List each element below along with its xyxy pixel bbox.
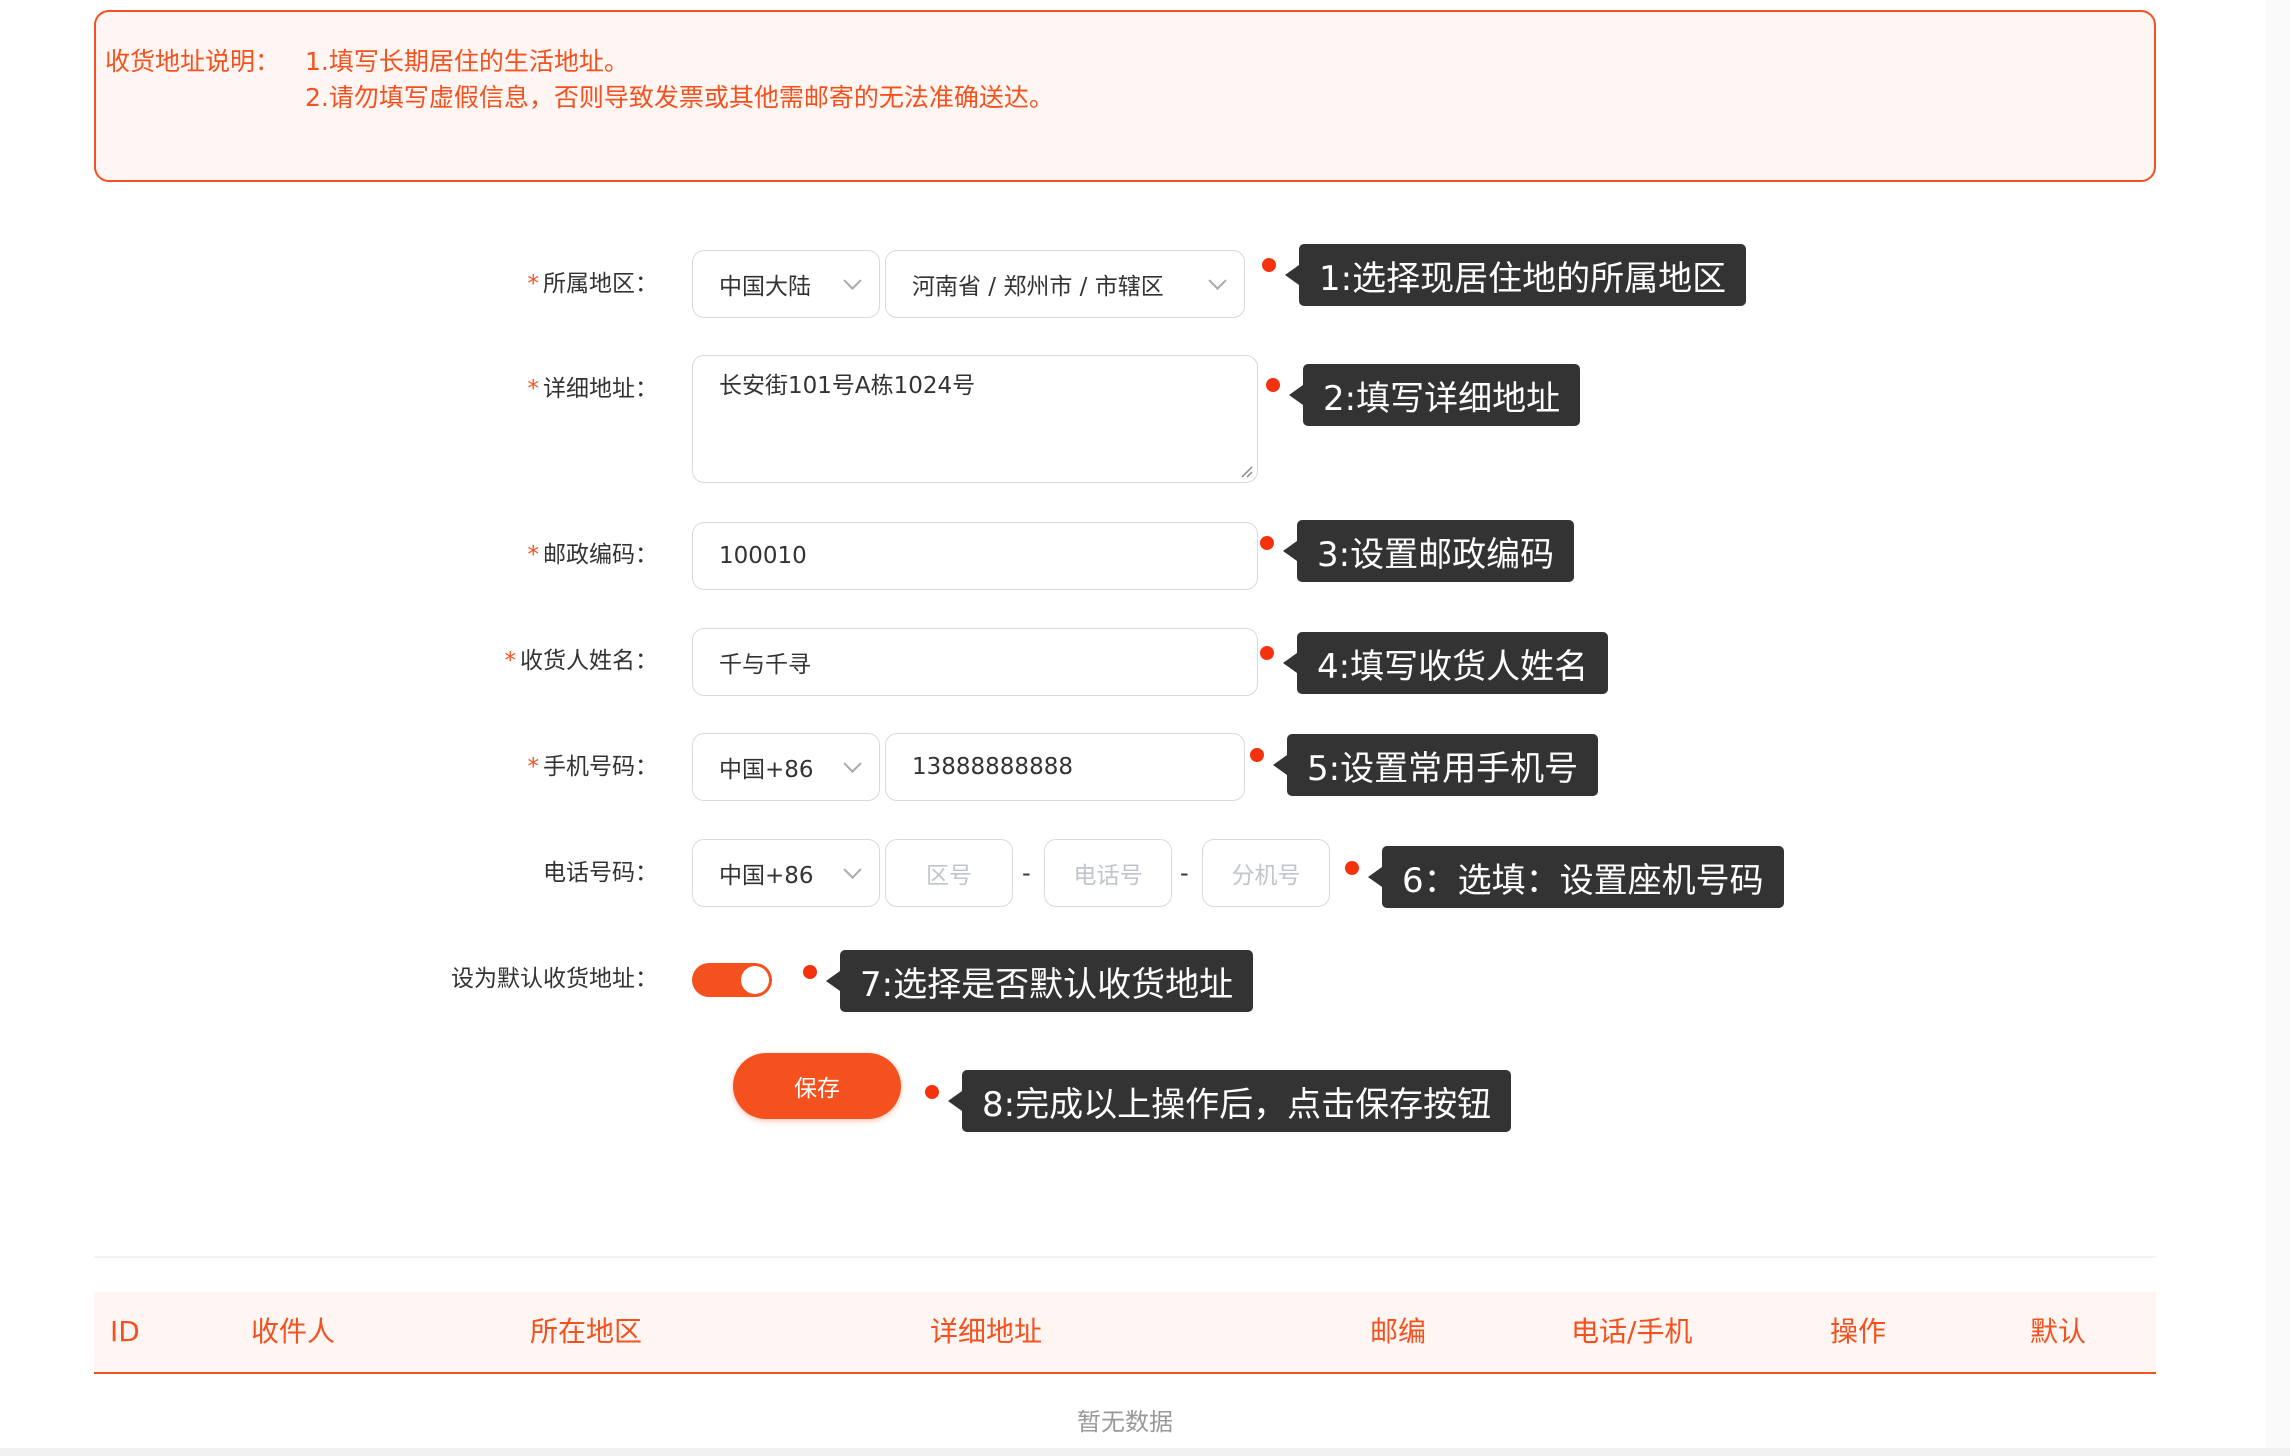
- phone-separator: -: [1180, 859, 1189, 887]
- mobile-input[interactable]: 13888888888: [885, 733, 1245, 801]
- column-header-region: 所在地区: [530, 1315, 643, 1348]
- postcode-label: *邮政编码：: [338, 538, 659, 572]
- recipient-name-input[interactable]: 千与千寻: [692, 628, 1258, 696]
- phone-area-code-input[interactable]: 区号: [885, 839, 1013, 907]
- callout-2: 2:填写详细地址: [1303, 364, 1581, 426]
- phone-number-placeholder: 电话号: [1073, 863, 1143, 889]
- address-notice: [94, 10, 2156, 182]
- callout-dot: [925, 1085, 939, 1099]
- postcode-label-text: 邮政编码：: [543, 542, 658, 568]
- callout-dot: [1250, 748, 1264, 762]
- chevron-down-icon: [843, 754, 862, 773]
- region-value: 河南省 / 郑州市 / 市辖区: [912, 274, 1164, 300]
- callout-dot: [1260, 646, 1274, 660]
- section-divider: [94, 1256, 2156, 1258]
- mobile-country-code-select[interactable]: 中国+86: [692, 733, 880, 801]
- mobile-value: 13888888888: [912, 754, 1073, 780]
- address-value: 长安街101号A栋1024号: [719, 373, 976, 399]
- chevron-down-icon: [843, 860, 862, 879]
- notice-line-1: 1.填写长期居住的生活地址。: [305, 47, 629, 76]
- required-mark: *: [527, 376, 540, 402]
- phone-label: 电话号码：: [338, 856, 658, 890]
- mobile-country-code-value: 中国+86: [719, 757, 814, 783]
- phone-number-input[interactable]: 电话号: [1044, 839, 1172, 907]
- column-header-actions: 操作: [1830, 1315, 1887, 1348]
- required-mark: *: [504, 648, 517, 674]
- mobile-label: *手机号码：: [338, 750, 659, 784]
- callout-6: 6：选填：设置座机号码: [1382, 846, 1784, 908]
- region-label-text: 所属地区：: [543, 271, 658, 297]
- extension-placeholder: 分机号: [1231, 863, 1301, 889]
- callout-dot: [1260, 536, 1274, 550]
- phone-label-text: 电话号码：: [543, 860, 658, 886]
- country-value: 中国大陆: [719, 274, 811, 300]
- chevron-down-icon: [843, 271, 862, 290]
- toggle-knob: [741, 966, 769, 994]
- callout-7: 7:选择是否默认收货地址: [840, 950, 1254, 1012]
- callout-1: 1:选择现居住地的所属地区: [1299, 244, 1747, 306]
- bottom-strip: [0, 1448, 2290, 1456]
- recipient-value: 千与千寻: [719, 652, 811, 678]
- postcode-input[interactable]: 100010: [692, 522, 1258, 590]
- area-code-placeholder: 区号: [926, 863, 972, 889]
- phone-country-code-select[interactable]: 中国+86: [692, 839, 880, 907]
- notice-line-2: 2.请勿填写虚假信息，否则导致发票或其他需邮寄的无法准确送达。: [305, 83, 1054, 112]
- callout-3: 3:设置邮政编码: [1297, 520, 1575, 582]
- chevron-down-icon: [1208, 271, 1227, 290]
- callout-5: 5:设置常用手机号: [1287, 734, 1599, 796]
- vertical-scrollbar[interactable]: [2266, 0, 2290, 1456]
- address-textarea[interactable]: 长安街101号A栋1024号: [692, 355, 1258, 483]
- table-empty-text: 暂无数据: [1077, 1408, 1173, 1436]
- default-address-label-text: 设为默认收货地址：: [451, 966, 658, 992]
- required-mark: *: [527, 754, 540, 780]
- column-header-address: 详细地址: [930, 1315, 1043, 1348]
- callout-dot: [1262, 258, 1276, 272]
- mobile-label-text: 手机号码：: [543, 754, 658, 780]
- callout-8: 8:完成以上操作后，点击保存按钮: [962, 1070, 1512, 1132]
- required-mark: *: [527, 271, 540, 297]
- column-header-postcode: 邮编: [1370, 1315, 1427, 1348]
- column-header-default: 默认: [2030, 1315, 2087, 1348]
- resize-handle-icon[interactable]: [1239, 464, 1253, 478]
- recipient-label: *收货人姓名：: [338, 644, 659, 678]
- column-header-recipient: 收件人: [251, 1315, 336, 1348]
- save-button[interactable]: 保存: [733, 1053, 901, 1119]
- phone-country-code-value: 中国+86: [719, 863, 814, 889]
- column-header-phone: 电话/手机: [1571, 1315, 1693, 1348]
- column-header-id: ID: [110, 1315, 140, 1348]
- callout-dot: [1345, 861, 1359, 875]
- country-select[interactable]: 中国大陆: [692, 250, 880, 318]
- callout-4: 4:填写收货人姓名: [1297, 632, 1609, 694]
- address-label-text: 详细地址：: [543, 376, 658, 402]
- default-address-toggle[interactable]: [692, 963, 772, 997]
- recipient-label-text: 收货人姓名：: [520, 648, 658, 674]
- required-mark: *: [527, 542, 540, 568]
- callout-dot: [1266, 378, 1280, 392]
- notice-label: 收货地址说明：: [105, 47, 281, 76]
- phone-extension-input[interactable]: 分机号: [1202, 839, 1330, 907]
- postcode-value: 100010: [719, 543, 807, 569]
- region-cascader[interactable]: 河南省 / 郑州市 / 市辖区: [885, 250, 1245, 318]
- phone-separator: -: [1022, 859, 1031, 887]
- default-address-label: 设为默认收货地址：: [338, 962, 658, 996]
- callout-dot: [803, 965, 817, 979]
- address-table-header: ID 收件人 所在地区 详细地址 邮编 电话/手机 操作 默认: [94, 1292, 2156, 1374]
- region-label: *所属地区：: [338, 267, 659, 301]
- address-label: *详细地址：: [338, 372, 659, 406]
